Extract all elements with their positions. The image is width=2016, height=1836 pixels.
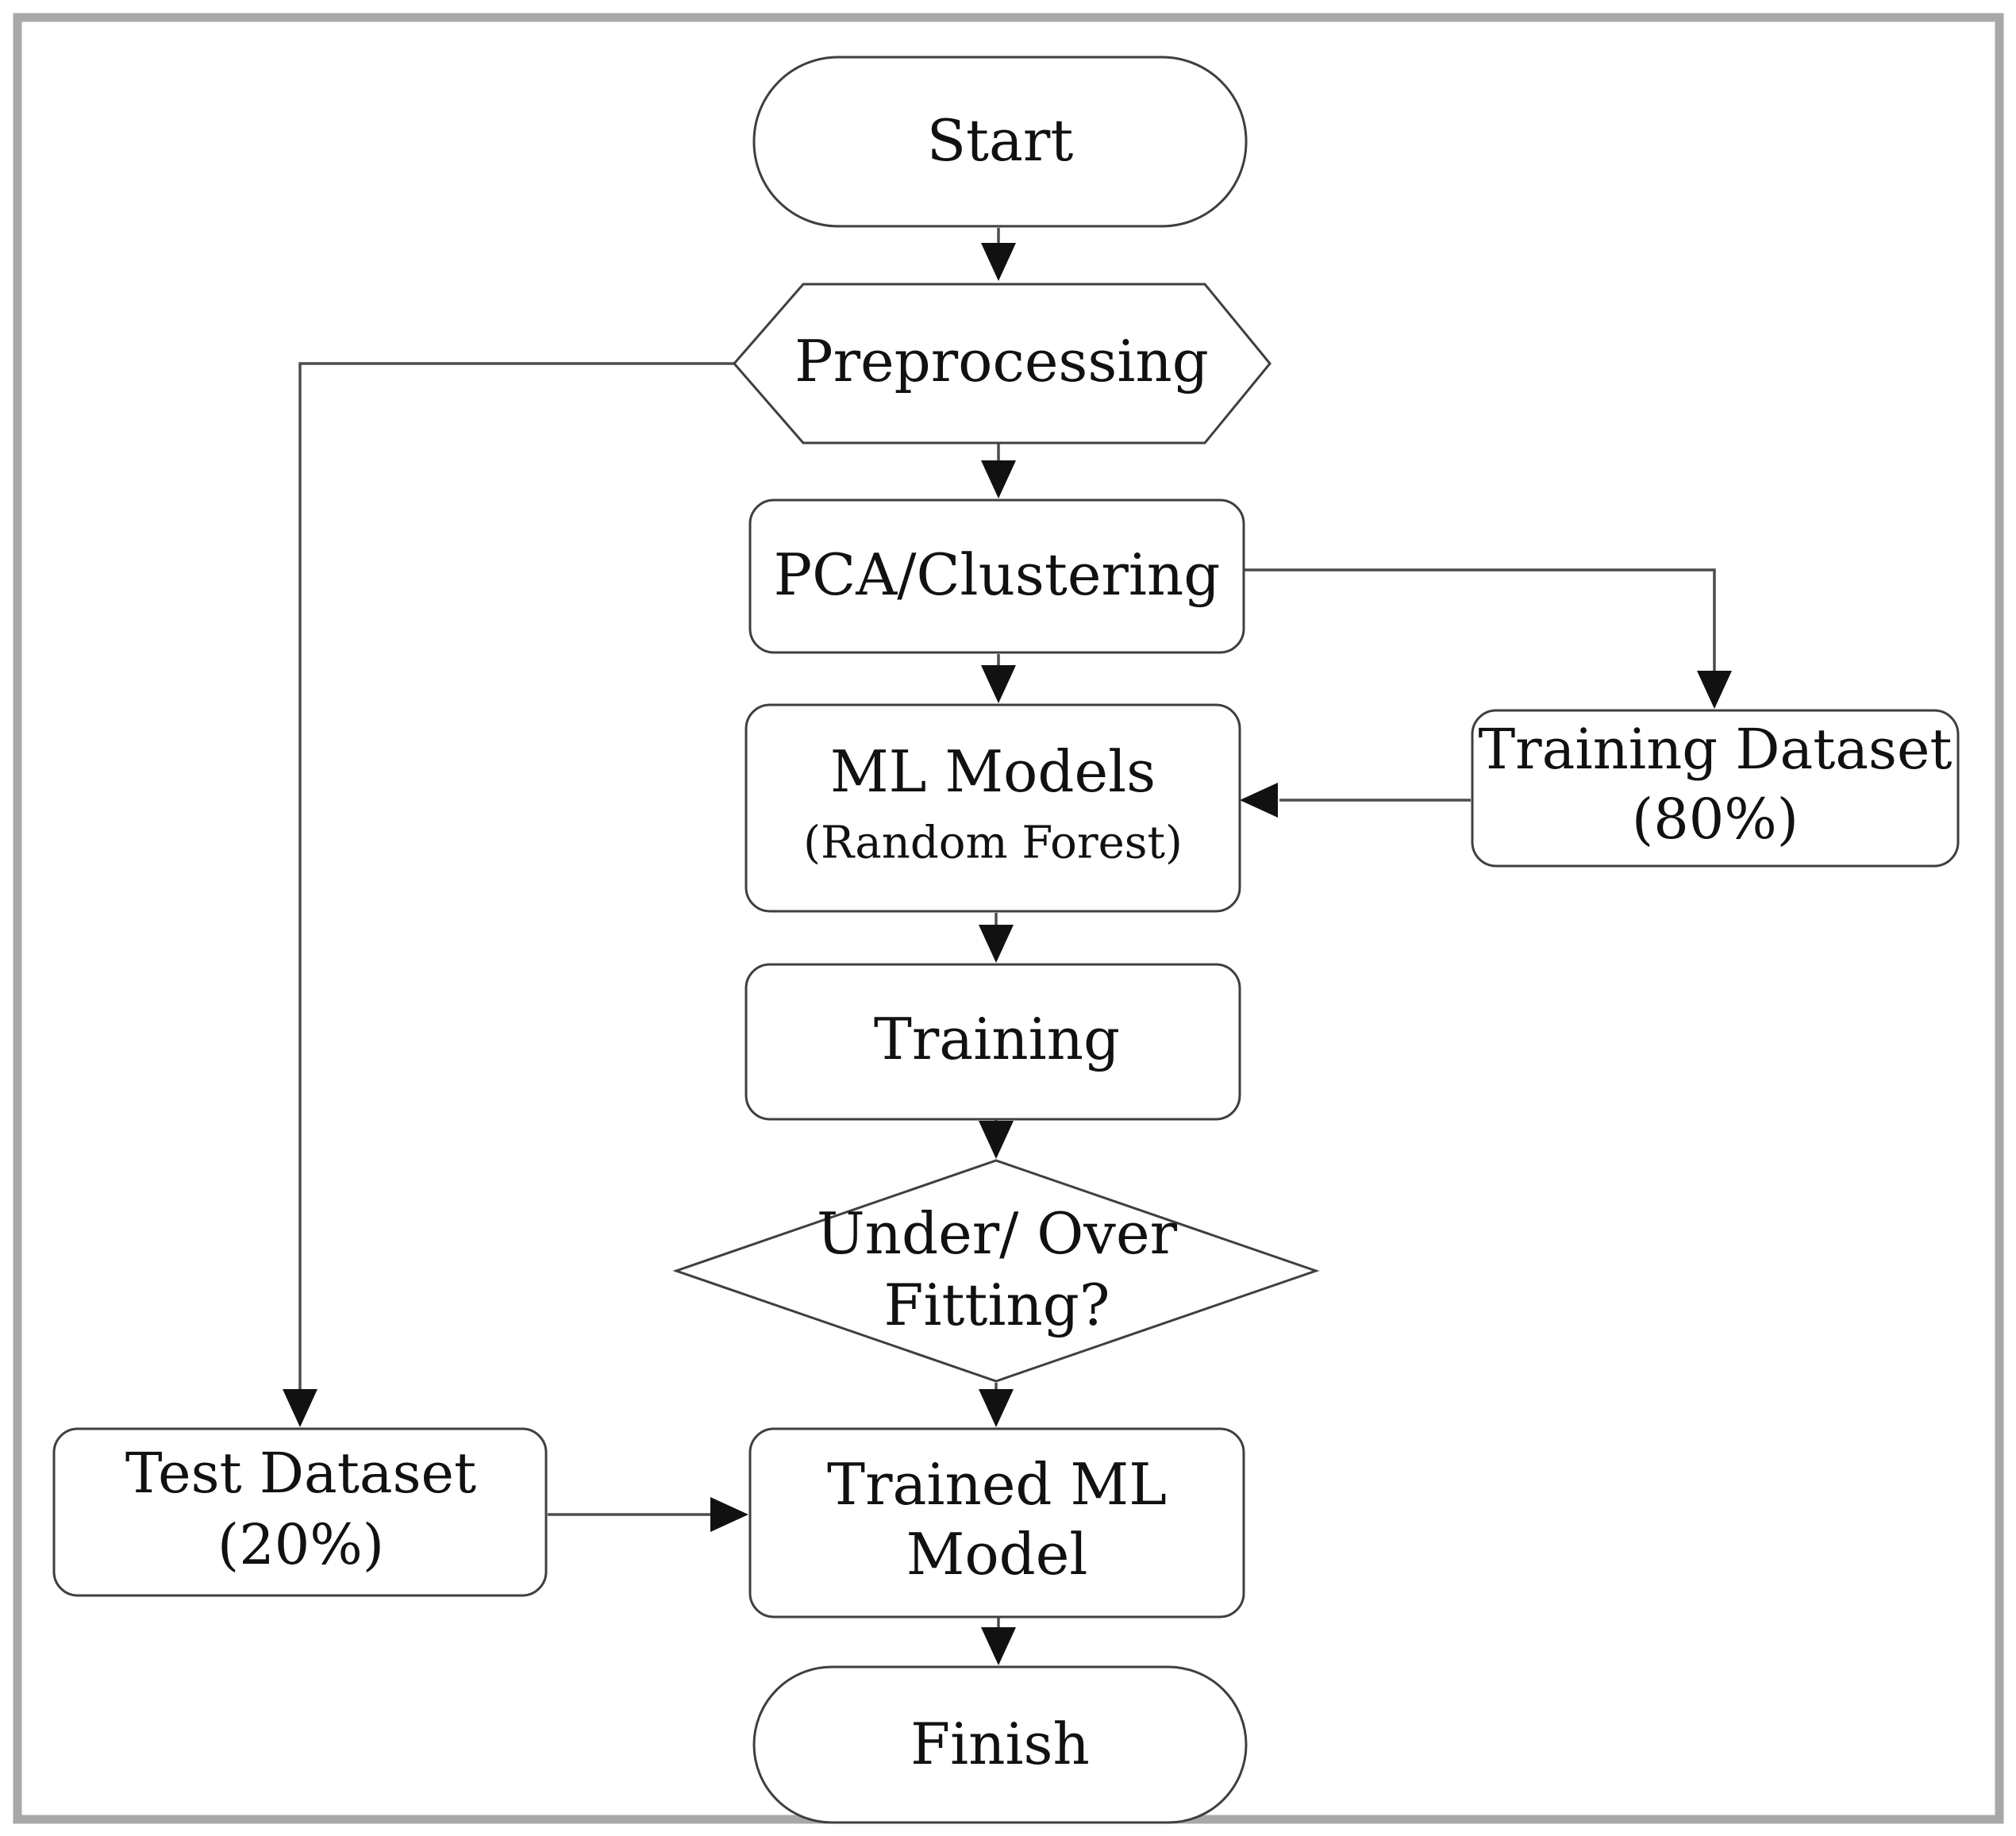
trained-ml-model-label-line2: Model bbox=[906, 1521, 1088, 1588]
training-label: Training bbox=[874, 1006, 1120, 1072]
arrowhead-down bbox=[981, 243, 1016, 281]
training-dataset-label-line2: (80%) bbox=[1632, 787, 1799, 852]
arrowhead-down bbox=[981, 665, 1016, 703]
node-test-dataset: Test Dataset (20%) bbox=[52, 1427, 548, 1597]
preprocessing-label: Preprocessing bbox=[794, 328, 1209, 395]
node-fitting-decision: Under/ Over Fitting? bbox=[672, 1159, 1320, 1383]
node-preprocessing: Preprocessing bbox=[733, 283, 1272, 445]
start-label: Start bbox=[927, 107, 1074, 174]
ml-models-label-line2: (Random Forest) bbox=[803, 818, 1183, 869]
node-pca-clustering: PCA/Clustering bbox=[748, 498, 1245, 654]
edge-pca-training-dataset bbox=[1244, 568, 1732, 709]
test-dataset-label-line2: (20%) bbox=[217, 1512, 384, 1577]
edge-preprocessing-pca bbox=[981, 444, 1016, 498]
edge-ml-models-training bbox=[979, 913, 1014, 963]
edge-trained-model-finish bbox=[981, 1618, 1016, 1665]
arrowhead-down bbox=[981, 460, 1016, 498]
edge-start-preprocessing bbox=[981, 228, 1016, 281]
trained-ml-model-label-line1: Trained ML bbox=[827, 1451, 1167, 1518]
arrowhead-right bbox=[710, 1497, 748, 1532]
arrowhead-down bbox=[979, 1121, 1014, 1159]
arrowhead-left bbox=[1240, 783, 1278, 818]
arrowhead-down bbox=[283, 1389, 317, 1427]
finish-label: Finish bbox=[910, 1711, 1090, 1777]
fitting-decision-label-line1: Under/ Over bbox=[817, 1200, 1178, 1267]
training-dataset-label-line1: Training Dataset bbox=[1478, 717, 1952, 782]
pca-clustering-label: PCA/Clustering bbox=[774, 541, 1221, 608]
test-dataset-label-line1: Test Dataset bbox=[125, 1441, 476, 1506]
edge-training-decision bbox=[979, 1119, 1014, 1159]
fitting-decision-label-line2: Fitting? bbox=[884, 1272, 1110, 1338]
edge-test-dataset-trained-model bbox=[548, 1497, 748, 1532]
node-finish: Finish bbox=[752, 1665, 1248, 1824]
arrowhead-down bbox=[979, 1389, 1014, 1427]
arrowhead-down bbox=[1697, 671, 1732, 709]
node-training-dataset: Training Dataset (80%) bbox=[1471, 709, 1960, 868]
edge-training-dataset-ml-models bbox=[1240, 783, 1471, 818]
node-training: Training bbox=[744, 963, 1241, 1121]
node-ml-models: ML Models (Random Forest) bbox=[744, 703, 1241, 913]
edge-decision-trained-model bbox=[979, 1383, 1014, 1427]
node-trained-ml-model: Trained ML Model bbox=[748, 1427, 1245, 1619]
edge-pca-ml-models bbox=[981, 654, 1016, 703]
node-start: Start bbox=[752, 56, 1248, 228]
ml-models-label-line1: ML Models bbox=[830, 738, 1156, 805]
arrowhead-down bbox=[981, 1627, 1016, 1665]
arrowhead-down bbox=[979, 925, 1014, 963]
edge-preprocessing-test-dataset bbox=[283, 362, 734, 1427]
